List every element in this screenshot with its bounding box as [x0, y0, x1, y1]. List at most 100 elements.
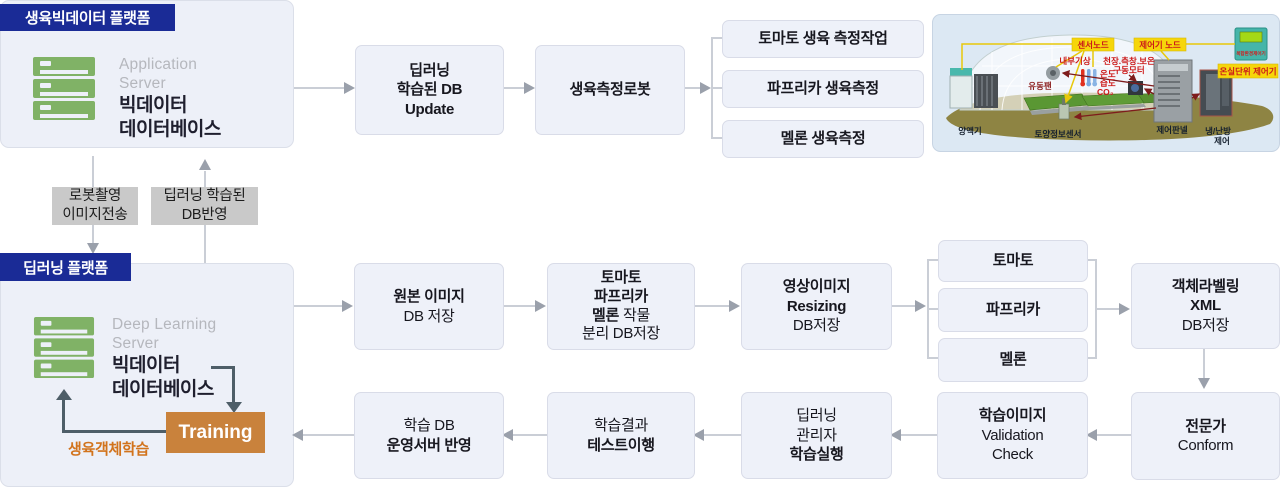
unit-controller-label: 온실단위 제어기: [1219, 67, 1276, 77]
arrow-right-icon: [729, 300, 740, 312]
hvac-label-line1: 냉/난방: [1205, 126, 1231, 136]
arrow-left-icon: [1086, 429, 1097, 441]
box-paprika-measure: 파프리카 생육측정: [722, 70, 924, 108]
box-object-labeling: 객체라벨링 XML DB저장: [1131, 263, 1280, 349]
box-db-update: 딥러닝 학습된 DB Update: [355, 45, 504, 135]
greenhouse-red-texts: 내부기상 천장.측창.보온 구동모터 온도 습도 CO₂ 유동팬: [1028, 56, 1155, 97]
connector-line: [1097, 434, 1131, 436]
box-growth-robot: 생육측정로봇: [535, 45, 685, 135]
motor-label-line1: 천장.측창.보온: [1103, 56, 1155, 66]
box-validation-check: 학습이미지 Validation Check: [937, 392, 1088, 479]
soil-sensor-device: [1058, 98, 1070, 120]
branch-stub: [927, 308, 938, 310]
box-test-execute: 학습결과 테스트이행: [547, 392, 695, 479]
bigdata-platform-header: 생육빅데이터 플랫폼: [0, 4, 175, 31]
training-arrow-line: [62, 430, 166, 433]
box-crop-paprika: 파프리카: [938, 288, 1088, 332]
training-arrow-line: [211, 366, 235, 369]
box-original-image: 원본 이미지 DB 저장: [354, 263, 504, 350]
arrow-left-icon: [890, 429, 901, 441]
box-resizing: 영상이미지 Resizing DB저장: [741, 263, 892, 350]
box-deploy-db: 학습 DB 운영서버 반영: [354, 392, 504, 479]
training-arrow-line: [62, 400, 65, 433]
connector-line: [1095, 308, 1119, 310]
connector-line: [502, 87, 524, 89]
arrow-right-icon: [700, 82, 711, 94]
dl-platform-title: 딥러닝 플랫폼: [23, 259, 108, 277]
connector-line: [502, 305, 535, 307]
server-icon: [33, 57, 95, 120]
arrow-down-icon: [87, 243, 99, 254]
humidity-label: 습도: [1100, 78, 1116, 88]
box-crop-melon: 멜론: [938, 338, 1088, 382]
server-icon: [33, 317, 95, 379]
server-name: 빅데이터: [112, 354, 180, 376]
connector-line: [292, 305, 342, 307]
dl-server-text: Deep Learning Server 빅데이터 데이터베이스: [112, 316, 216, 401]
growth-object-learning-label: 생육객체학습: [68, 441, 150, 458]
controller-node-label: 제어기 노드: [1139, 40, 1181, 50]
connector-line: [683, 87, 700, 89]
connector-line: [1203, 347, 1205, 378]
branch-stub: [927, 357, 938, 359]
arrow-up-icon: [56, 389, 72, 400]
sensor-node-label: 센서노드: [1077, 40, 1108, 50]
bigdata-server-text: Application Server 빅데이터 데이터베이스: [119, 56, 221, 141]
arrow-left-icon: [502, 429, 513, 441]
unit-controller-device: 복합환경제어기: [1234, 27, 1268, 61]
motor-label-line2: 구동모터: [1113, 65, 1144, 75]
arrow-right-icon: [915, 300, 926, 312]
arrow-right-icon: [344, 82, 355, 94]
control-wires: [1061, 70, 1201, 121]
arrow-up-icon: [199, 159, 211, 170]
branch-stub: [1086, 357, 1097, 359]
fan-hub: [1050, 70, 1056, 76]
training-box: Training: [166, 412, 265, 453]
arrow-left-icon: [292, 429, 303, 441]
connector-line: [704, 434, 741, 436]
co2-label: CO₂: [1097, 87, 1114, 97]
branch-stub: [711, 87, 722, 89]
greenhouse-yellow-labels: 센서노드 제어기 노드 온실단위 제어기: [1071, 37, 1279, 79]
branch-stub: [927, 259, 938, 261]
connector-line: [303, 434, 354, 436]
temp-label: 온도: [1100, 69, 1116, 79]
control-panel-cabinet: [1153, 59, 1193, 123]
box-crop-tomato: 토마토: [938, 240, 1088, 282]
box-learning-run: 딥러닝 관리자 학습실행: [741, 392, 892, 479]
dl-platform-header: 딥러닝 플랫폼: [0, 253, 131, 281]
device-label: 복합환경제어기: [1236, 50, 1266, 57]
server-role: Server: [119, 74, 166, 92]
greenhouse-ground-labels: 양액기 토양정보센서 제어판넬 냉/난방 제어: [958, 125, 1231, 146]
connector-line: [890, 305, 915, 307]
connector-line: [693, 305, 729, 307]
server-role: Deep Learning: [112, 316, 217, 333]
branch-stub: [711, 37, 722, 39]
server-name: 데이터베이스: [112, 378, 214, 400]
hvac-label-line2: 제어: [1214, 136, 1230, 146]
arrow-down-icon: [1198, 378, 1210, 389]
arrow-right-icon: [524, 82, 535, 94]
branch-stub: [1086, 259, 1097, 261]
arrow-down-icon: [226, 402, 242, 413]
server-role: Application: [119, 56, 198, 73]
connector-line: [513, 434, 547, 436]
server-name: 데이터베이스: [119, 118, 221, 140]
connector-line: [292, 87, 344, 89]
sensor-wires: [961, 43, 1235, 104]
nutrient-machine: [949, 68, 998, 109]
box-tomato-measure: 토마토 생육 측정작업: [722, 20, 924, 58]
arrow-left-icon: [693, 429, 704, 441]
nutrient-label: 양액기: [958, 126, 981, 136]
soil-sensor-label: 토양정보센서: [1035, 129, 1082, 139]
box-expert-conform: 전문가 Conform: [1131, 392, 1280, 480]
training-arrow-line: [232, 366, 235, 403]
bigdata-platform-title: 생육빅데이터 플랫폼: [24, 10, 151, 27]
arrow-right-icon: [342, 300, 353, 312]
fan-label: 유동팬: [1028, 81, 1052, 91]
server-role: Server: [112, 334, 159, 352]
label-robot-image-transfer: 로봇촬영 이미지전송: [52, 187, 138, 225]
server-name: 빅데이터: [119, 94, 187, 116]
